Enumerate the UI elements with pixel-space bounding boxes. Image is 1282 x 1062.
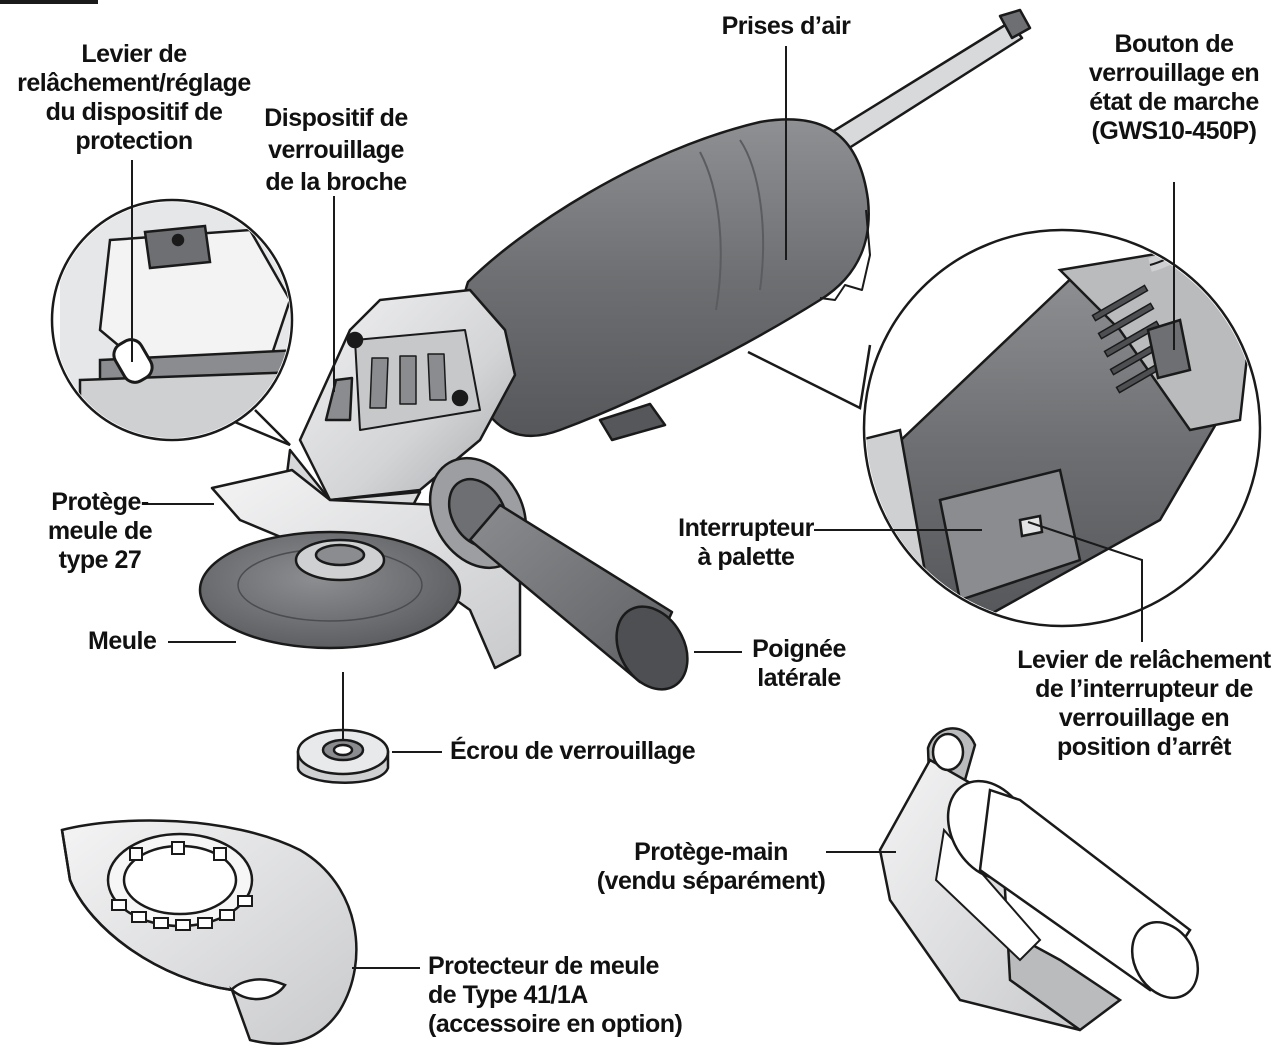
leader-lines bbox=[131, 46, 1175, 969]
label-meule: Meule bbox=[88, 627, 157, 655]
label-poignee-laterale: Poignée latérale bbox=[752, 635, 846, 692]
zoom-circle-guard-lever bbox=[50, 198, 294, 447]
label-levier-relachement: Levier de relâchement de l’interrupteur … bbox=[1017, 646, 1271, 761]
lock-nut-illustration bbox=[296, 728, 390, 784]
label-protege-main: Protège-main (vendu séparément) bbox=[596, 838, 826, 895]
label-prises-air: Prises d’air bbox=[721, 12, 851, 40]
label-levier-protection: Levier de relâchement/réglage du disposi… bbox=[17, 40, 251, 155]
label-protege-meule-27: Protège- meule de type 27 bbox=[47, 488, 153, 574]
label-interrupteur-palette: Interrupteur à palette bbox=[678, 514, 814, 571]
label-ecrou-verrouillage: Écrou de verrouillage bbox=[450, 737, 696, 765]
hand-guard-illustration bbox=[878, 727, 1200, 1032]
leader-levier-relachement bbox=[1027, 521, 1143, 642]
label-bouton-verrouillage: Bouton de verrouillage en état de marche… bbox=[1088, 30, 1260, 145]
zoom-circle-switch bbox=[747, 228, 1262, 628]
type41-guard-illustration bbox=[60, 819, 358, 1045]
corner-mark bbox=[0, 0, 98, 4]
label-dispositif-broche: Dispositif de verrouillage de la broche bbox=[264, 104, 408, 196]
angle-grinder-illustration bbox=[198, 8, 1032, 691]
label-protecteur-41: Protecteur de meule de Type 41/1A (acces… bbox=[428, 952, 683, 1038]
